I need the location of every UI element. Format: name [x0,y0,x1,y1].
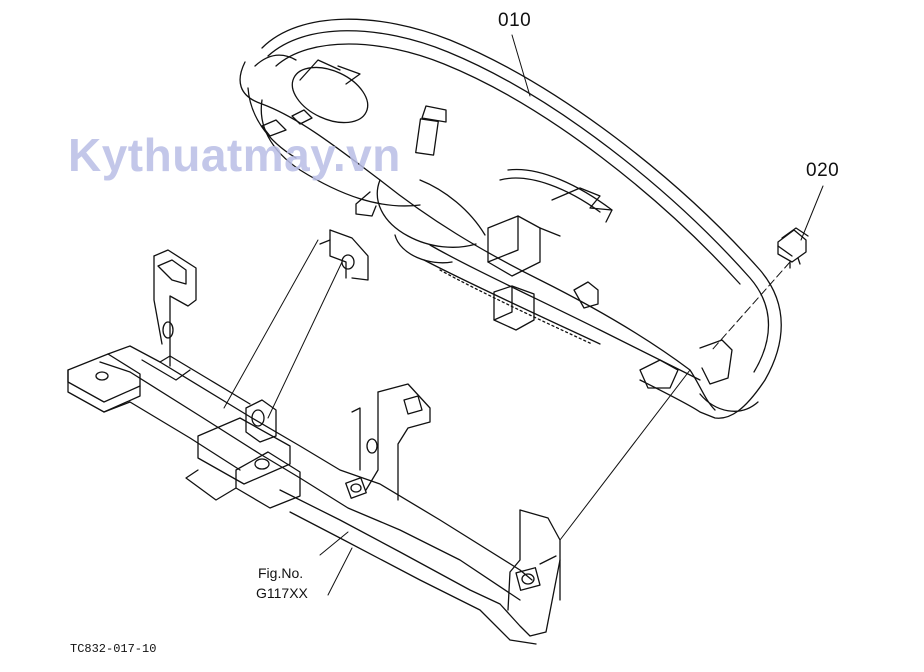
callout-020: 020 [806,160,840,181]
watermark: Kythuatmay.vn [68,129,401,181]
drawing-code: TC832-017-10 [70,642,157,656]
figure-ref-line1: Fig.No. [258,565,304,581]
callout-010: 010 [498,10,532,31]
instrument-cluster-010 [239,18,782,419]
figure-ref-line2: G117XX [256,585,308,601]
leader-lines [223,34,824,596]
mounting-bracket [67,229,561,645]
